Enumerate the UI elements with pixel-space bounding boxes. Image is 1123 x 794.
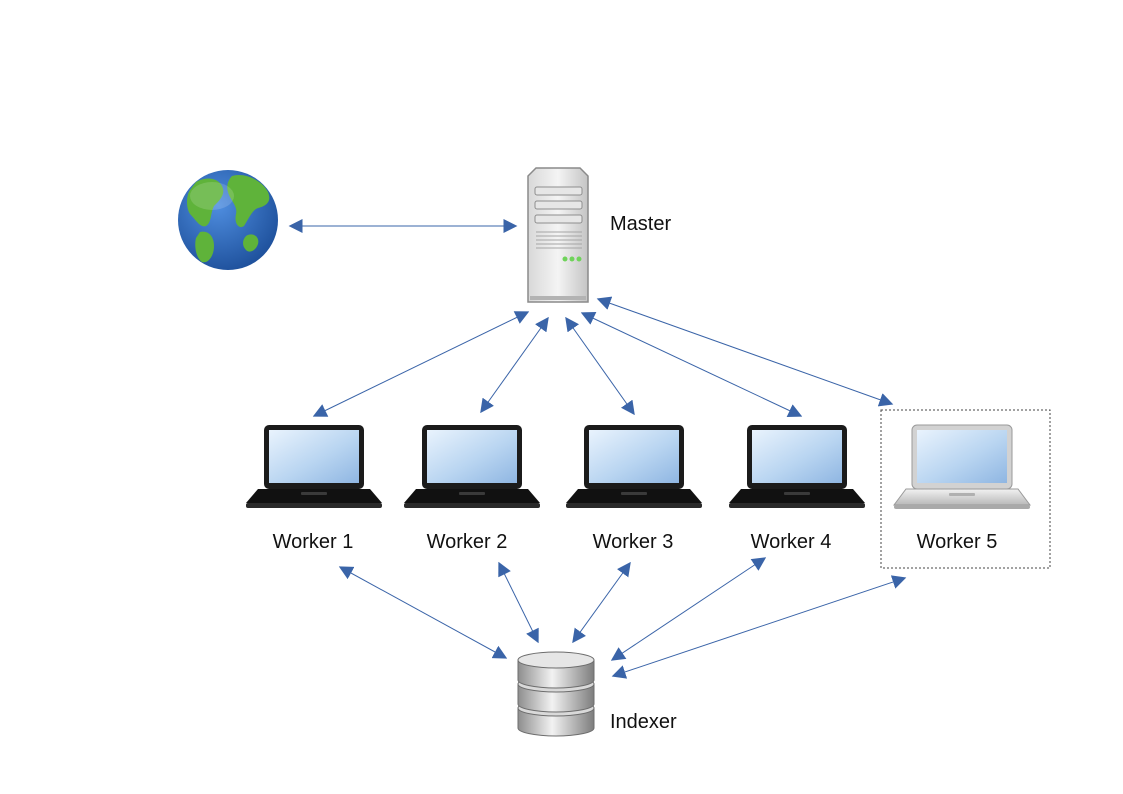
edge-worker-4-indexer — [610, 557, 767, 661]
edge-worker-5-indexer — [611, 575, 907, 679]
edge-worker-2-indexer — [498, 561, 539, 644]
workers-group: Worker 1 Worker 2 Worker 3 — [246, 409, 1051, 569]
edge-master-worker-2 — [480, 316, 549, 414]
edge-worker-1-indexer — [338, 566, 508, 659]
worker-2-label: Worker 2 — [427, 531, 508, 553]
worker-4-node: Worker 4 — [729, 425, 865, 553]
worker-3-label: Worker 3 — [593, 531, 674, 553]
worker-3-node: Worker 3 — [566, 425, 702, 553]
worker-5-node: Worker 5 — [880, 409, 1051, 569]
database-icon — [517, 651, 595, 737]
laptop-icon — [246, 425, 382, 508]
worker-4-label: Worker 4 — [751, 531, 832, 553]
laptop-icon — [729, 425, 865, 508]
worker-1-node: Worker 1 — [246, 425, 382, 553]
globe-icon — [178, 170, 278, 270]
edges — [288, 219, 907, 679]
laptop-icon — [404, 425, 540, 508]
server-icon — [527, 167, 589, 303]
worker-1-label: Worker 1 — [273, 531, 354, 553]
worker-5-label: Worker 5 — [917, 531, 998, 553]
laptop-icon — [566, 425, 702, 508]
worker-5-dashed-box — [880, 409, 1051, 569]
master-label: Master — [610, 213, 671, 235]
edge-master-worker-1 — [312, 311, 530, 417]
worker-2-node: Worker 2 — [404, 425, 540, 553]
edge-master-worker-4 — [580, 312, 803, 417]
laptop-icon — [893, 424, 1031, 509]
indexer-label: Indexer — [610, 711, 677, 733]
edge-master-worker-5 — [596, 296, 894, 407]
edge-worker-3-indexer — [572, 561, 631, 644]
